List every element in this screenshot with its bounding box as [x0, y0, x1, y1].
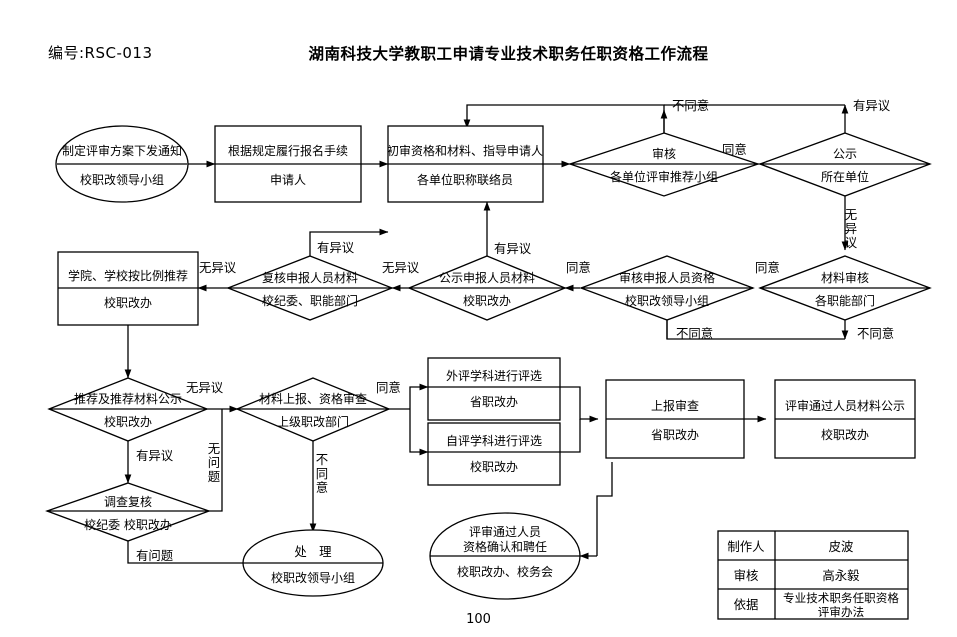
node-draft-review-plan-bottom: 校职改领导小组 [80, 172, 164, 187]
node-self-discipline-selection[interactable]: 自评学科进行评选 校职改办 [427, 422, 561, 486]
node-unit-review-bottom: 各单位评审推荐小组 [610, 169, 718, 184]
node-recheck-materials-top: 复核申报人员材料 [262, 270, 358, 285]
node-report-examination-bottom: 省职改办 [651, 427, 699, 442]
info-table-value-2-line2: 评审办法 [818, 605, 864, 619]
edge-label-agree-3: 同意 [566, 260, 591, 275]
edge-label-noproblem-vert: 无问题 [208, 441, 220, 484]
node-recommend-publicity[interactable]: 推荐及推荐材料公示 校职改办 [47, 377, 209, 442]
node-approved-publicity[interactable]: 评审通过人员材料公示 校职改办 [774, 379, 916, 459]
node-qualification-confirm-bottom: 校职改办、校务会 [457, 564, 553, 579]
edge-n16-n19-path [596, 462, 613, 556]
node-submit-qualification-check-top: 材料上报、资格审查 [259, 391, 367, 406]
node-external-discipline-selection-top: 外评学科进行评选 [446, 368, 542, 383]
edge-n14-n15 [560, 419, 581, 453]
node-material-review[interactable]: 材料审核 各职能部门 [758, 255, 932, 321]
edge-label-dispute-2: 有异议 [494, 241, 532, 256]
node-proportional-recommendation-bottom: 校职改办 [104, 295, 152, 310]
edge-n13-n15 [560, 386, 599, 423]
node-report-examination[interactable]: 上报审查 省职改办 [605, 379, 745, 459]
node-recheck-materials-bottom: 校纪委、职能部门 [262, 293, 358, 308]
node-verify-qualification[interactable]: 审核申报人员资格 校职改领导小组 [579, 255, 755, 321]
node-approved-publicity-bottom: 校职改办 [821, 427, 869, 442]
node-proportional-recommendation[interactable]: 学院、学校按比例推荐 校职改办 [57, 251, 199, 326]
edge-label-dispute-1: 有异议 [853, 98, 891, 113]
node-proportional-recommendation-top: 学院、学校按比例推荐 [68, 268, 188, 283]
node-recommend-publicity-top: 推荐及推荐材料公示 [74, 392, 182, 406]
edge-label-reject-2: 不同意 [857, 326, 894, 341]
edge-label-hasproblem: 有问题 [136, 548, 173, 563]
node-qualification-confirm-line2: 资格确认和聘任 [463, 539, 547, 554]
node-publicize-materials-bottom: 校职改办 [463, 293, 511, 308]
page-title: 湖南科技大学教职工申请专业技术职务任职资格工作流程 [308, 45, 709, 63]
edge-labels: 不同意 同意 有异议 无异议 同意 不同意 不同意 同意 有异议 无异议 有异议… [136, 98, 894, 563]
node-publicize-materials[interactable]: 公示申报人员材料 校职改办 [407, 255, 567, 321]
node-recommend-publicity-bottom: 校职改办 [104, 414, 152, 429]
node-qualification-confirm-appointment[interactable]: 评审通过人员 资格确认和聘任 校职改办、校务会 [429, 512, 581, 600]
edge-label-nodispute-3: 无异议 [186, 380, 224, 395]
node-material-review-top: 材料审核 [821, 270, 869, 285]
node-initial-review-top: 初审资格和材料、指导申请人 [387, 143, 543, 158]
node-registration-procedure[interactable]: 根据规定履行报名手续 申请人 [214, 125, 362, 203]
node-handling-bottom: 校职改领导小组 [271, 570, 355, 585]
info-table-value-0: 皮波 [829, 539, 854, 554]
info-table-label-0: 制作人 [727, 539, 764, 554]
edge-label-dispute-4: 有异议 [136, 448, 174, 463]
edge-label-agree-4: 同意 [376, 380, 401, 395]
edge-label-nodispute-vert: 无异议 [845, 207, 858, 250]
edge-n12-n14 [409, 409, 429, 456]
edge-n17-n18 [127, 541, 265, 567]
node-handling-top: 处 理 [294, 544, 331, 559]
connectors [124, 104, 849, 567]
node-approved-publicity-top: 评审通过人员材料公示 [785, 398, 905, 413]
info-table-value-2-line1: 专业技术职务任职资格 [783, 591, 899, 605]
edge-label-agree-2: 同意 [755, 260, 780, 275]
info-table-label-2: 依据 [734, 597, 759, 612]
node-self-discipline-selection-top: 自评学科进行评选 [446, 433, 542, 448]
edge-n17-ok-loop [209, 409, 223, 512]
node-registration-procedure-bottom: 申请人 [270, 173, 306, 187]
edge-label-nodispute-1: 无异议 [382, 260, 420, 275]
node-recheck-materials[interactable]: 复核申报人员材料 校纪委、职能部门 [226, 255, 394, 321]
node-draft-review-plan-top: 制定评审方案下发通知 [62, 143, 182, 158]
node-initial-review[interactable]: 初审资格和材料、指导申请人 各单位职称联络员 [387, 125, 544, 203]
edge-label-nodispute-2: 无异议 [199, 260, 237, 275]
node-external-discipline-selection-bottom: 省职改办 [470, 394, 518, 409]
edge-label-dispute-3: 有异议 [317, 240, 355, 255]
node-unit-review-top: 审核 [652, 146, 676, 161]
edge-label-reject-3: 不同意 [676, 326, 713, 341]
node-publicize-materials-top: 公示申报人员材料 [439, 270, 535, 285]
edge-n7-dispute [309, 228, 389, 256]
edge-label-reject-1: 不同意 [672, 98, 709, 113]
node-submit-qualification-check[interactable]: 材料上报、资格审查 上级职改部门 [235, 377, 391, 442]
node-draft-review-plan[interactable]: 制定评审方案下发通知 校职改领导小组 [55, 125, 189, 203]
node-unit-review[interactable]: 审核 各单位评审推荐小组 [567, 132, 761, 197]
node-handling[interactable]: 处 理 校职改领导小组 [242, 529, 384, 597]
node-self-discipline-selection-bottom: 校职改办 [470, 459, 518, 474]
node-report-examination-top: 上报审查 [651, 398, 699, 413]
node-unit-publicity-bottom: 所在单位 [821, 169, 869, 184]
page-number: 100 [466, 612, 491, 627]
node-material-review-bottom: 各职能部门 [815, 293, 875, 308]
node-verify-qualification-top: 审核申报人员资格 [619, 270, 715, 285]
info-table-label-1: 审核 [734, 568, 759, 583]
edge-label-reject-vert: 不同意 [316, 452, 328, 495]
node-unit-publicity-top: 公示 [833, 147, 857, 161]
node-verify-qualification-bottom: 校职改领导小组 [625, 293, 709, 308]
node-registration-procedure-top: 根据规定履行报名手续 [228, 143, 348, 158]
node-unit-publicity[interactable]: 公示 所在单位 [758, 132, 932, 197]
node-investigate-recheck[interactable]: 调查复核 校纪委 校职改办 [45, 482, 211, 542]
node-submit-qualification-check-bottom: 上级职改部门 [277, 414, 349, 429]
info-table: 制作人 皮波 审核 高永毅 依据 专业技术职务任职资格 评审办法 [717, 530, 909, 620]
edge-label-agree-1: 同意 [722, 142, 747, 157]
node-investigate-recheck-top: 调查复核 [104, 495, 152, 509]
node-initial-review-bottom: 各单位职称联络员 [417, 172, 513, 187]
node-external-discipline-selection[interactable]: 外评学科进行评选 省职改办 [427, 357, 561, 421]
node-investigate-recheck-bottom: 校纪委 校职改办 [84, 517, 172, 532]
info-table-value-1: 高永毅 [822, 568, 860, 583]
node-qualification-confirm-line1: 评审通过人员 [469, 524, 541, 539]
document-number: 编号:RSC-013 [48, 44, 153, 62]
edge-n12-n13 [409, 383, 429, 409]
